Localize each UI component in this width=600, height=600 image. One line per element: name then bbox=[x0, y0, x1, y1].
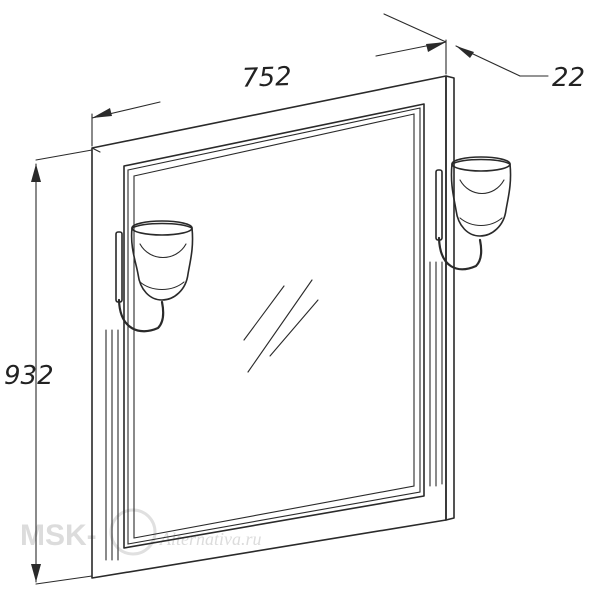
height-arrow-bottom-icon bbox=[31, 564, 41, 582]
mirror-glass-reflection bbox=[243, 279, 319, 373]
width-arrow-left-icon bbox=[92, 108, 112, 118]
height-dimension: 932 bbox=[4, 149, 93, 585]
height-label: 932 bbox=[4, 361, 54, 391]
depth-label: 22 bbox=[552, 63, 585, 93]
width-dimension: 752 bbox=[91, 39, 447, 147]
right-decorative-grooves bbox=[429, 261, 443, 487]
right-sconce-lamp-icon bbox=[435, 156, 512, 271]
width-arrow-right-icon bbox=[426, 42, 446, 52]
left-decorative-grooves bbox=[105, 329, 119, 561]
left-sconce-lamp-icon bbox=[115, 220, 194, 333]
height-arrow-top-icon bbox=[31, 164, 41, 182]
depth-arrow-icon bbox=[456, 46, 474, 58]
watermark: MSK- Alternativa.ru bbox=[20, 508, 262, 556]
watermark-logo-icon bbox=[109, 508, 157, 556]
watermark-brand: MSK- bbox=[20, 519, 97, 552]
depth-dimension: 22 bbox=[383, 13, 585, 93]
mirror-frame bbox=[91, 75, 455, 579]
width-label: 752 bbox=[241, 62, 292, 94]
